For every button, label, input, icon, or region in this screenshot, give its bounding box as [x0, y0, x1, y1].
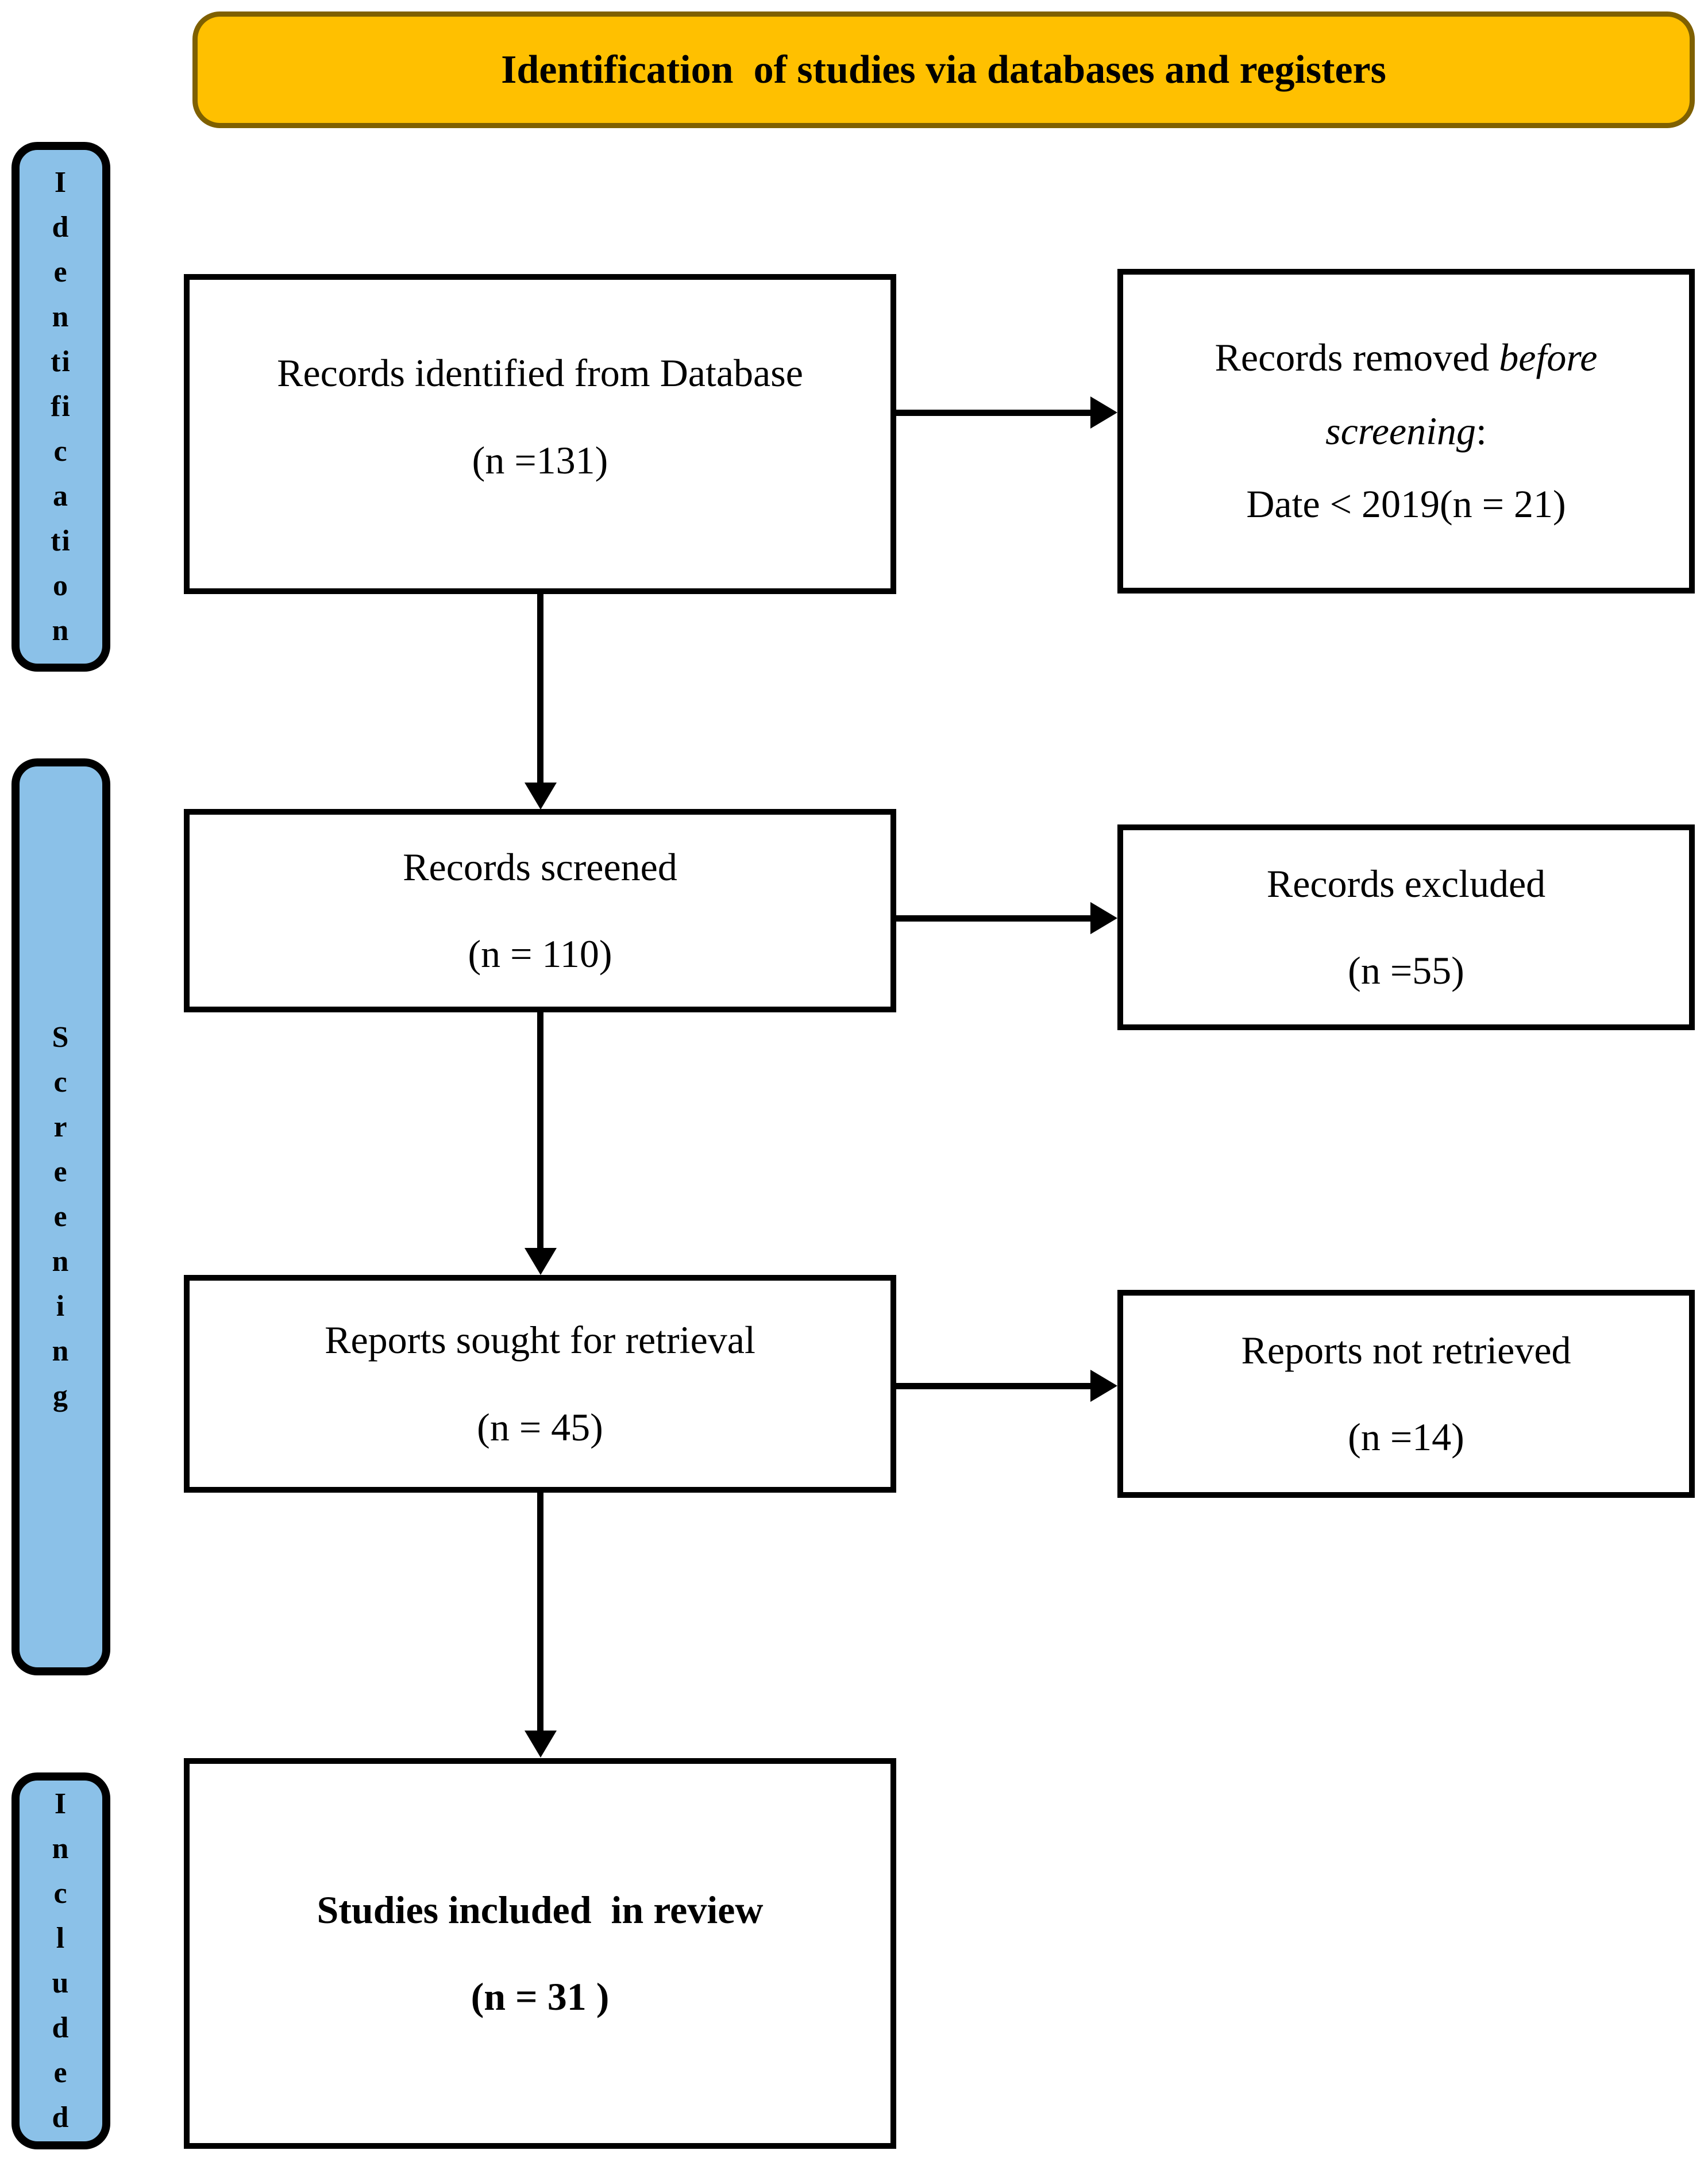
- box-studies-included-line1: Studies included in review: [317, 1887, 764, 1932]
- arrow-sought-to-included: [537, 1493, 543, 1733]
- box-records-removed: Records removed before screening: Date <…: [1117, 269, 1695, 594]
- box-records-removed-count: Date < 2019(n = 21): [1246, 482, 1566, 526]
- box-studies-included-count: (n = 31 ): [471, 1975, 610, 2018]
- arrow-sought-to-notretrieved-head-icon: [1090, 1370, 1117, 1402]
- box-records-removed-line2: screening:: [1325, 409, 1487, 453]
- header-banner: Identification of studies via databases …: [192, 11, 1695, 128]
- arrow-screened-to-sought: [537, 1012, 543, 1251]
- arrow-sought-to-included-head-icon: [525, 1731, 557, 1758]
- arrow-screened-to-sought-head-icon: [525, 1248, 557, 1275]
- stage-label-screening-text: S c r e e n i n g: [52, 1021, 70, 1412]
- italic-before: before: [1499, 336, 1598, 380]
- box-reports-sought: Reports sought for retrieval (n = 45): [184, 1275, 896, 1493]
- stage-label-screening: S c r e e n i n g: [11, 758, 110, 1675]
- arrow-identified-to-screened-head-icon: [525, 783, 557, 810]
- box-records-removed-line1: Records removed before: [1215, 336, 1598, 380]
- box-reports-not-retrieved: Reports not retrieved (n =14): [1117, 1290, 1695, 1498]
- arrow-identified-to-removed-head-icon: [1090, 396, 1117, 429]
- box-records-excluded-line1: Records excluded: [1266, 861, 1546, 905]
- arrow-screened-to-excluded-head-icon: [1090, 902, 1117, 934]
- arrow-identified-to-removed: [896, 410, 1092, 416]
- box-records-screened-count: (n = 110): [468, 932, 612, 976]
- box-reports-sought-count: (n = 45): [477, 1405, 603, 1449]
- header-title: Identification of studies via databases …: [501, 47, 1386, 92]
- box-records-screened-line1: Records screened: [403, 845, 677, 889]
- box-records-identified-count: (n =131): [472, 438, 608, 482]
- italic-screening: screening: [1325, 409, 1476, 453]
- box-studies-included: Studies included in review (n = 31 ): [184, 1758, 896, 2149]
- box-reports-not-retrieved-count: (n =14): [1348, 1415, 1464, 1459]
- stage-label-identification: I d e n ti fi c a ti o n: [11, 142, 110, 672]
- stage-label-included: I n c l u d e d: [11, 1772, 110, 2149]
- box-records-identified-line1: Records identified from Database: [277, 351, 803, 395]
- box-records-excluded: Records excluded (n =55): [1117, 824, 1695, 1030]
- box-records-identified: Records identified from Database (n =131…: [184, 274, 896, 594]
- stage-label-identification-text: I d e n ti fi c a ti o n: [51, 166, 71, 647]
- arrow-sought-to-notretrieved: [896, 1383, 1092, 1389]
- box-reports-sought-line1: Reports sought for retrieval: [325, 1318, 755, 1362]
- box-records-excluded-count: (n =55): [1348, 949, 1464, 992]
- stage-label-included-text: I n c l u d e d: [52, 1787, 70, 2134]
- box-reports-not-retrieved-line1: Reports not retrieved: [1241, 1328, 1571, 1372]
- box-records-screened: Records screened (n = 110): [184, 809, 896, 1012]
- arrow-screened-to-excluded: [896, 915, 1092, 922]
- arrow-identified-to-screened: [537, 594, 543, 784]
